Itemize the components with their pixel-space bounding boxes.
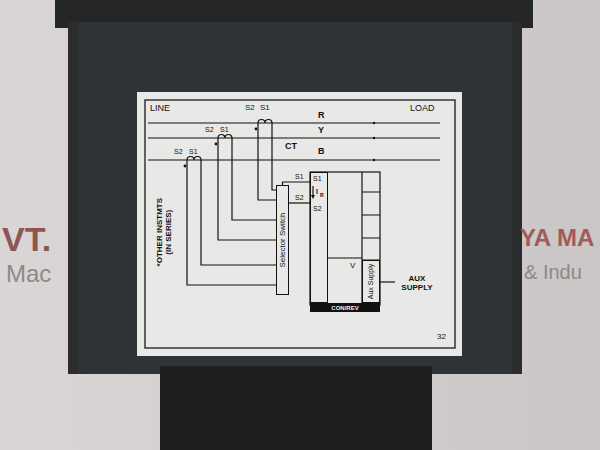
polarity-dot [215, 143, 218, 146]
ct-wire [258, 123, 276, 200]
ct-coil [258, 120, 272, 123]
wiring [148, 120, 440, 305]
load-label: LOAD [410, 104, 435, 113]
terminal-label: S1 [295, 173, 304, 180]
plate-border [145, 100, 455, 348]
terminal-box: S1S2 [310, 172, 328, 303]
flow-dot [373, 137, 375, 139]
ct-coil [218, 135, 232, 139]
con-rev-bar: CON/REV [331, 305, 358, 311]
ct-wire [272, 123, 276, 190]
phase-label: B [318, 147, 325, 156]
note-label: *OTHER INSTMTS (IN SERIES) [155, 196, 173, 268]
terminal-s1: S1 [313, 175, 322, 182]
polarity-dot [255, 128, 258, 131]
device-body [68, 22, 522, 374]
phase-label: R [318, 111, 325, 120]
terminal-s2: S2 [313, 205, 322, 212]
ct-terminal: S2 [205, 126, 214, 133]
ct-coil [187, 157, 201, 161]
phase-line [148, 137, 440, 138]
current-subscript: R [320, 193, 324, 198]
line-label: LINE [150, 104, 170, 113]
polarity-dots [184, 122, 376, 168]
aux-supply-box: Aux Supply [362, 260, 380, 303]
current-arrowhead [311, 195, 315, 199]
aux-lead [380, 281, 395, 282]
figure-number: 32 [437, 333, 446, 341]
ct-terminal: S2 [245, 104, 255, 112]
ct-label: CT [285, 142, 297, 151]
meter-frame [310, 172, 380, 305]
ct-terminal: S1 [260, 104, 270, 112]
flow-dot [373, 159, 375, 161]
phase-line [148, 159, 440, 160]
ct-terminal: S1 [189, 148, 198, 155]
aux-supply-label: AUX SUPPLY [398, 274, 436, 292]
meter-cell [328, 257, 362, 258]
device-side [68, 22, 78, 374]
phase-label: Y [318, 126, 324, 135]
selector-switch: Selector Switch [279, 212, 287, 267]
device-side [512, 22, 522, 374]
watermark: YA MA [520, 226, 594, 250]
aux-supply-cell: Aux Supply [368, 264, 375, 299]
ct-wire [187, 160, 276, 285]
switch-box: Selector Switch [276, 185, 289, 295]
terminal-label: S2 [295, 194, 304, 201]
watermark: Mac [6, 262, 51, 286]
meter-cell [362, 192, 380, 260]
flow-dot [373, 122, 375, 124]
ct-wire [232, 138, 276, 220]
voltage-symbol: V [350, 262, 355, 270]
phase-line [148, 122, 440, 123]
ct-wire [218, 138, 276, 240]
polarity-dot [184, 165, 187, 168]
current-symbol: I [316, 188, 318, 195]
ct-wire [201, 160, 276, 265]
signal-wire [289, 202, 310, 203]
ct-terminal: S1 [220, 126, 229, 133]
con-rev-bar: CON/REV [310, 303, 380, 312]
ct-terminal: S2 [174, 148, 183, 155]
label-plate [137, 92, 462, 356]
watermark: & Indu [524, 262, 582, 282]
watermark: VT. [2, 222, 51, 256]
device-base [160, 366, 432, 450]
